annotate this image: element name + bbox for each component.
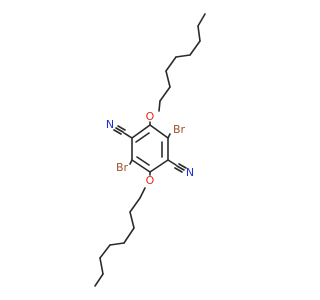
atom-o-top: O <box>146 110 155 123</box>
atom-o-bottom: O <box>146 174 155 187</box>
atom-br-top: Br <box>173 123 186 136</box>
atom-n-left: N <box>106 118 114 131</box>
molecule-structure-diagram: O O Br Br N N <box>94 13 206 287</box>
left-nitrile <box>113 125 133 139</box>
right-nitrile <box>167 159 187 173</box>
atom-n-right: N <box>186 166 194 179</box>
bond-ring-br-bottom <box>129 159 133 165</box>
bond-ring-br-top <box>167 133 171 139</box>
benzene-ring <box>131 124 169 173</box>
atom-br-bottom: Br <box>116 161 129 174</box>
bottom-octyl-chain <box>94 187 146 287</box>
top-octyl-chain <box>158 13 206 112</box>
